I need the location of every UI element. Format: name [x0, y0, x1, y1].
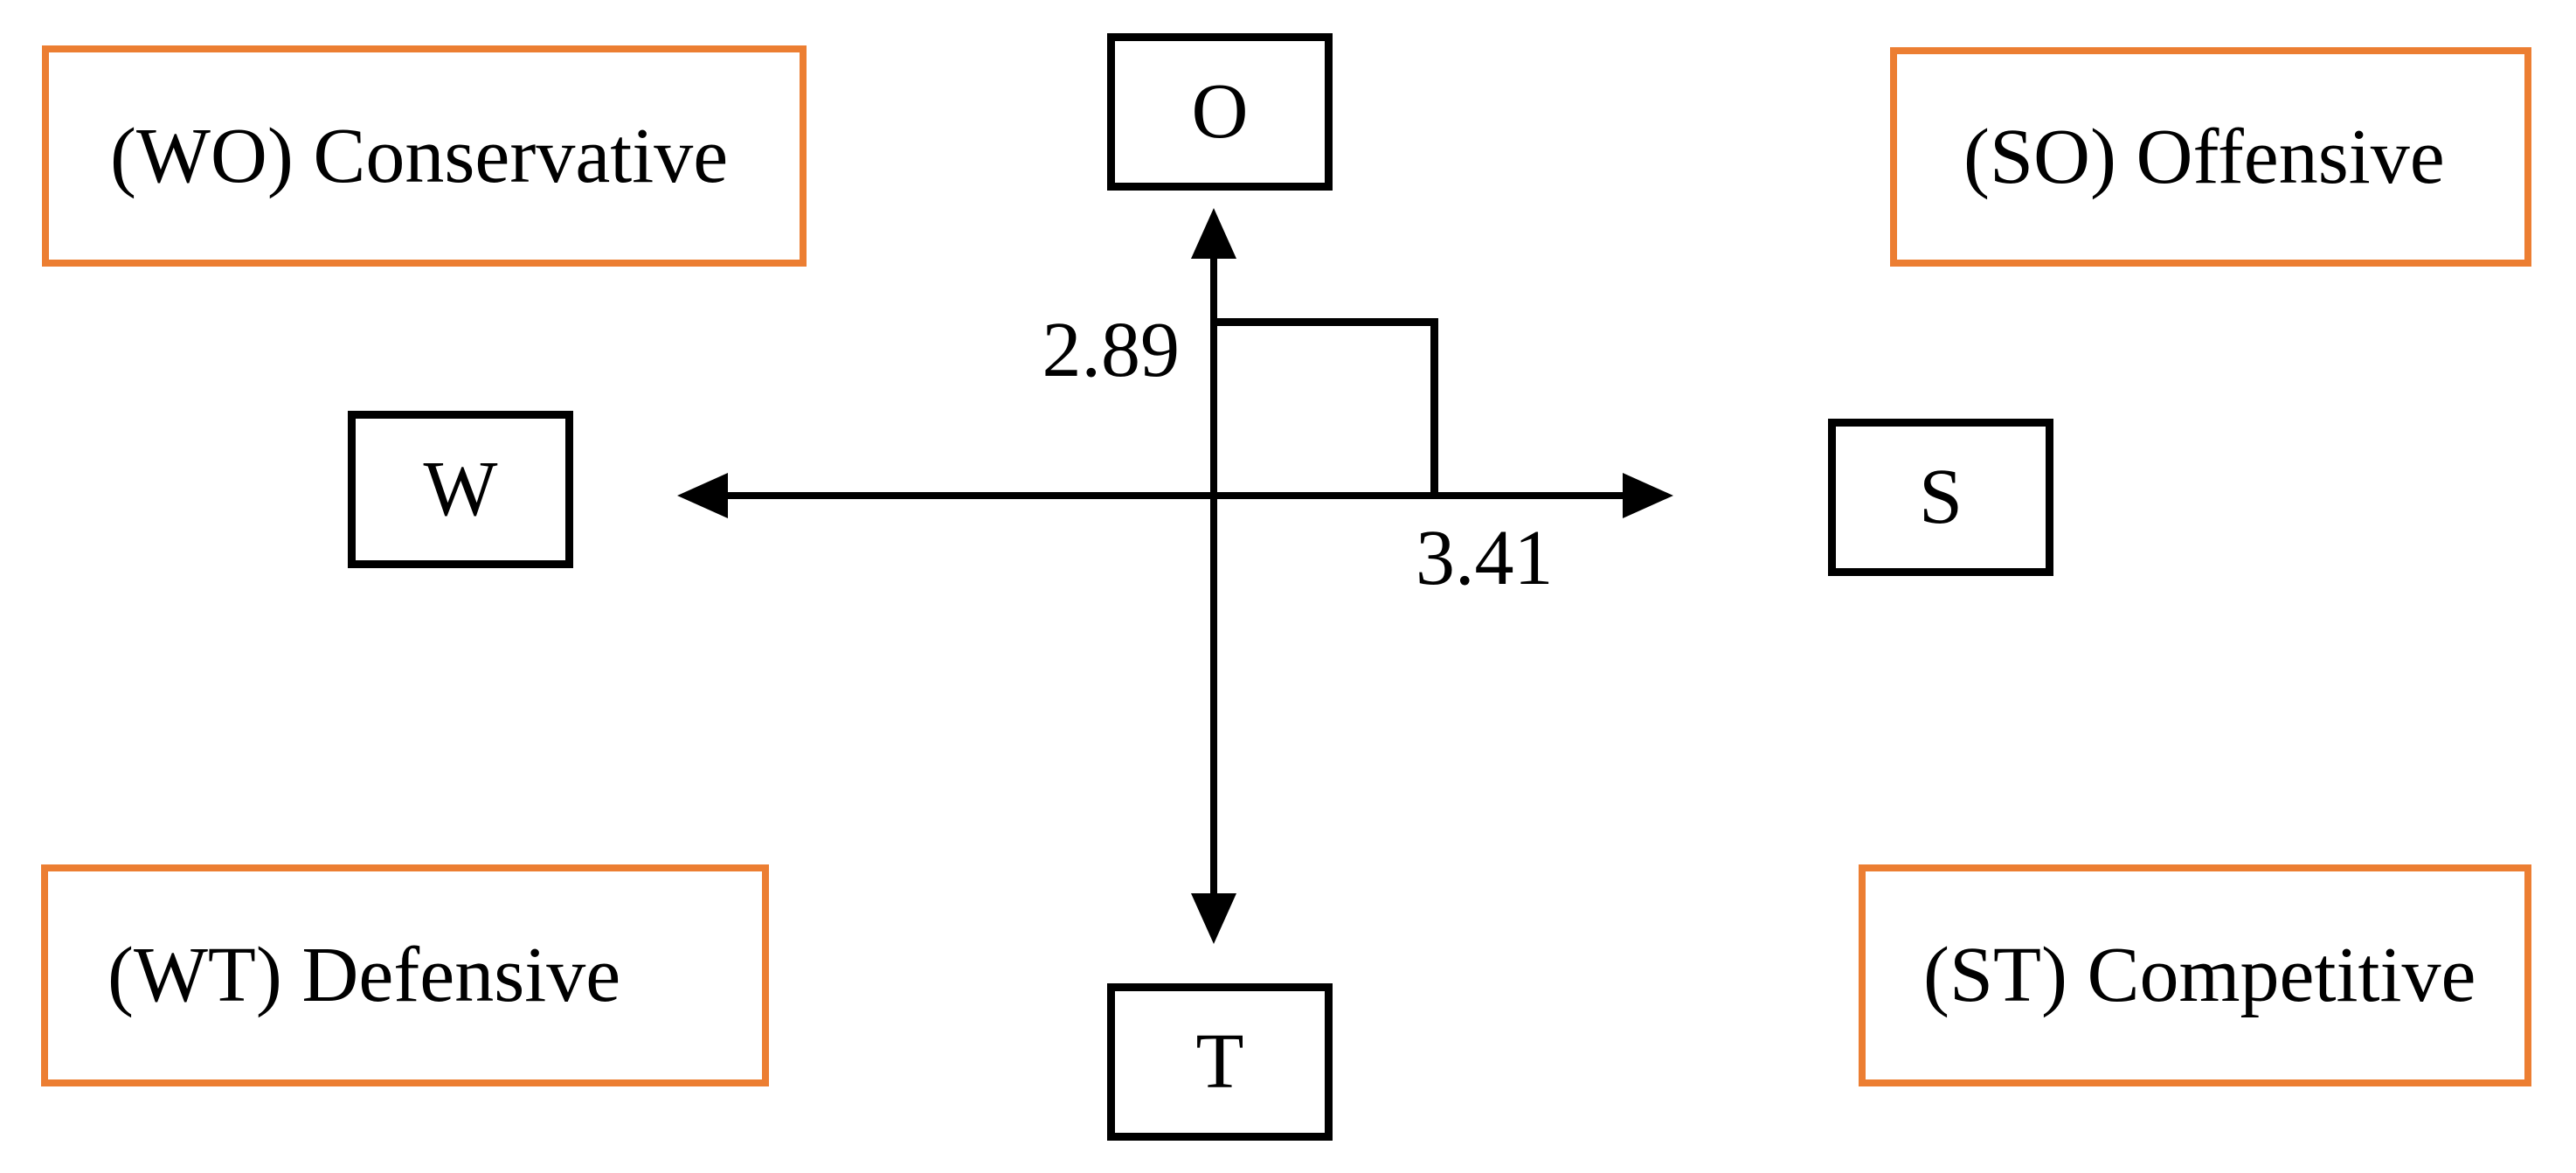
- node-label-w: W: [423, 446, 498, 532]
- node-label-t: T: [1195, 1018, 1244, 1105]
- node-box-threats: T: [1107, 983, 1333, 1141]
- quadrant-label-st: (ST) Competitive: [1923, 932, 2476, 1018]
- node-box-weaknesses: W: [348, 411, 573, 568]
- point-step-vertical-line: [1430, 318, 1438, 499]
- axis-arrow-left-icon: [677, 473, 728, 518]
- node-box-opportunities: O: [1107, 33, 1333, 191]
- node-label-o: O: [1191, 68, 1249, 155]
- quadrant-label-wo: (WO) Conservative: [110, 112, 729, 199]
- horizontal-axis-line: [715, 492, 1629, 499]
- node-label-s: S: [1918, 454, 1963, 540]
- vertical-axis-line: [1210, 252, 1217, 902]
- axis-arrow-up-icon: [1191, 208, 1236, 259]
- axis-arrow-down-icon: [1191, 893, 1236, 944]
- axis-arrow-right-icon: [1623, 473, 1673, 518]
- node-box-strengths: S: [1828, 419, 2053, 576]
- quadrant-label-so: (SO) Offensive: [1963, 113, 2445, 200]
- quadrant-box-st-competitive: (ST) Competitive: [1859, 864, 2531, 1086]
- quadrant-label-wt: (WT) Defensive: [107, 932, 621, 1018]
- quadrant-box-so-offensive: (SO) Offensive: [1890, 47, 2531, 267]
- quadrant-box-wo-conservative: (WO) Conservative: [42, 45, 807, 267]
- x-axis-value-label: 3.41: [1416, 515, 1554, 601]
- point-step-horizontal-line: [1214, 318, 1435, 326]
- y-axis-value-label: 2.89: [1042, 307, 1181, 393]
- quadrant-box-wt-defensive: (WT) Defensive: [41, 864, 769, 1086]
